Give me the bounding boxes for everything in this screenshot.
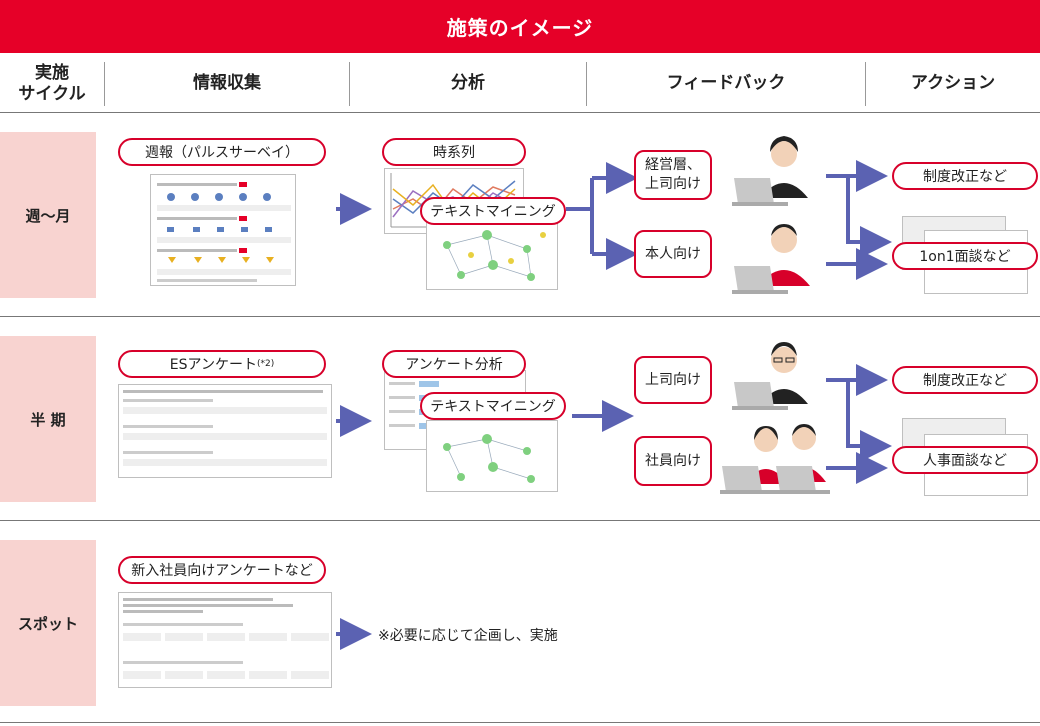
header-cycle-line2: サイクル [18,84,86,104]
row-divider [0,520,1040,521]
row-label-spot: スポット [0,540,96,706]
collect-es-survey-footnote: (*2) [256,359,275,369]
feedback-management-box: 経営層、 上司向け [634,150,712,200]
action-1on1-pill: 1on1面談など [892,242,1038,270]
branch-connector [566,176,624,256]
es-survey-form-thumbnail [118,384,332,478]
feedback-management-line2: 上司向け [645,176,701,192]
person-laptop-icon [732,136,808,206]
row-label-weekly: 週〜月 [0,132,96,298]
network-graph-sketch [443,230,546,281]
header-cycle: 実施 サイクル [0,60,104,108]
action-hr-interview-pill: 人事面談など [892,446,1038,474]
text-mining-network-thumbnail [426,420,558,492]
header-divider [349,62,350,106]
collect-new-employee-pill: 新入社員向けアンケートなど [118,556,326,584]
header-cycle-line1: 実施 [35,62,69,83]
row-divider [0,112,1040,113]
new-employee-survey-thumbnail [118,592,332,688]
survey-form-sketch [123,598,329,679]
network-graph-sketch [443,434,535,483]
feedback-self-box: 本人向け [634,230,712,278]
header-analysis: 分析 [451,73,485,94]
action-policy-pill: 制度改正など [892,366,1038,394]
feedback-employee-box: 社員向け [634,436,712,486]
row-label-halfyear: 半 期 [0,336,96,502]
survey-form-sketch [157,182,291,282]
survey-form-thumbnail [150,174,296,286]
analysis-textmining-pill: テキストマイニング [420,197,566,225]
header-action: アクション [910,73,996,94]
collect-es-survey-pill: ESアンケート(*2) [118,350,326,378]
branch-connector [826,174,876,244]
collect-weekly-pill: 週報（パルスサーベイ） [118,138,326,166]
two-people-laptops-icon [720,424,830,494]
header-divider [586,62,587,106]
analysis-survey-pill: アンケート分析 [382,350,526,378]
header-divider [865,62,866,106]
banner-title: 施策のイメージ [0,0,1040,53]
header-collect: 情報収集 [193,73,261,94]
row-divider [0,722,1040,723]
action-policy-pill: 制度改正など [892,162,1038,190]
analysis-textmining-pill: テキストマイニング [420,392,566,420]
feedback-management-line1: 経営層、 [645,157,701,174]
collect-es-survey-label: ESアンケート [169,357,257,373]
header-feedback: フィードバック [666,73,786,94]
feedback-manager-box: 上司向け [634,356,712,404]
spot-note: ※必要に応じて企画し、実施 [378,628,558,644]
row-divider [0,316,1040,317]
header-divider [104,62,105,106]
branch-connector [826,378,876,448]
person-laptop-icon [732,224,810,294]
person-laptop-icon [732,342,808,410]
text-mining-network-thumbnail [426,214,558,290]
analysis-timeseries-pill: 時系列 [382,138,526,166]
survey-form-sketch [123,390,327,466]
